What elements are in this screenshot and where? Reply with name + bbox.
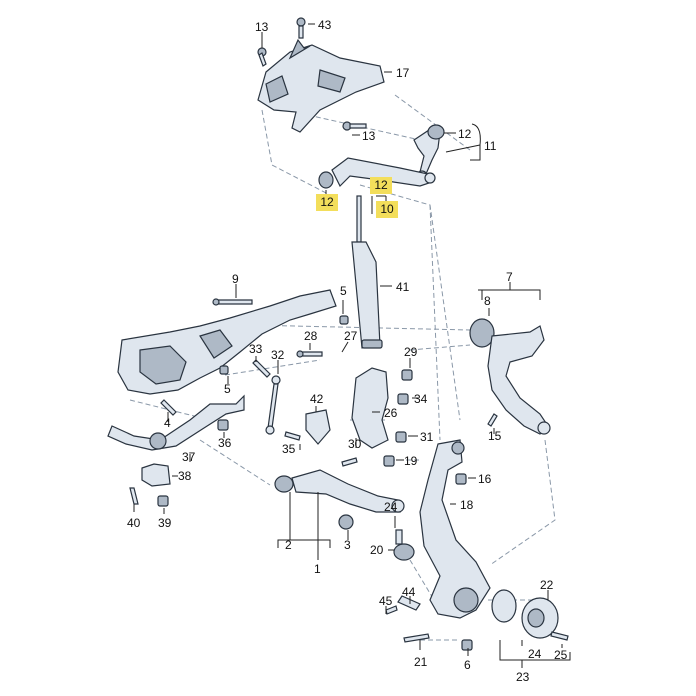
label-44: 44 xyxy=(402,585,416,599)
label-26: 26 xyxy=(384,406,398,420)
label-25: 25 xyxy=(554,648,568,662)
stabilizer-bar-37 xyxy=(107,394,245,451)
label-5-top: 5 xyxy=(340,284,347,298)
label-35: 35 xyxy=(282,442,296,456)
sensor-44 xyxy=(397,595,421,611)
link-42 xyxy=(305,409,331,445)
bolt-13-top xyxy=(257,47,267,67)
label-6: 6 xyxy=(464,658,471,672)
label-4: 4 xyxy=(164,416,171,430)
label-10-highlight: 10 xyxy=(376,201,398,218)
ball-joint-20 xyxy=(393,529,415,561)
bolt-43 xyxy=(296,17,306,39)
bracket-26 xyxy=(351,367,389,449)
label-23: 23 xyxy=(516,670,530,684)
label-37: 37 xyxy=(182,450,196,464)
bracket-38 xyxy=(141,463,171,487)
bearing-24 xyxy=(491,589,517,623)
label-36: 36 xyxy=(218,436,232,450)
label-17: 17 xyxy=(396,66,410,80)
label-8: 8 xyxy=(484,294,491,308)
label-20: 20 xyxy=(370,543,384,557)
label-24-top: 24 xyxy=(384,500,398,514)
label-40: 40 xyxy=(127,516,141,530)
label-18: 18 xyxy=(460,498,474,512)
label-30: 30 xyxy=(348,437,362,451)
label-33: 33 xyxy=(249,342,263,356)
lower-control-arm-1 xyxy=(274,469,405,530)
label-13-top: 13 xyxy=(255,20,269,34)
label-5-mid: 5 xyxy=(224,382,231,396)
callout-lines xyxy=(133,23,571,668)
label-7: 7 xyxy=(506,270,513,284)
wheel-hub-22 xyxy=(521,597,559,639)
label-12-highlight-mid: 12 xyxy=(370,177,392,194)
wheel-bearing-housing-18 xyxy=(419,439,491,619)
label-15: 15 xyxy=(488,429,502,443)
label-42: 42 xyxy=(310,392,324,406)
label-3: 3 xyxy=(344,538,351,552)
label-29: 29 xyxy=(404,345,418,359)
label-12-arm11: 12 xyxy=(458,127,472,141)
bolt-13-side xyxy=(342,121,367,131)
label-27: 27 xyxy=(344,329,358,343)
label-16: 16 xyxy=(478,472,492,486)
label-13-side: 13 xyxy=(362,129,376,143)
label-39: 39 xyxy=(158,516,172,530)
shock-absorber-41 xyxy=(351,195,383,349)
label-9: 9 xyxy=(232,272,239,286)
label-45: 45 xyxy=(379,594,393,608)
subframe xyxy=(117,289,337,395)
label-34: 34 xyxy=(414,392,428,406)
strut-mount-17 xyxy=(257,38,385,133)
label-22: 22 xyxy=(540,578,554,592)
label-1: 1 xyxy=(314,562,321,576)
label-11: 11 xyxy=(484,139,497,153)
lower-control-arm-7 xyxy=(469,318,551,435)
label-38: 38 xyxy=(178,469,192,483)
label-41: 41 xyxy=(396,280,410,294)
label-21: 21 xyxy=(414,655,428,669)
label-43: 43 xyxy=(318,18,332,32)
small-nuts xyxy=(157,315,473,651)
upper-control-arm-10 xyxy=(318,157,436,189)
label-12-highlight-left: 12 xyxy=(316,194,338,211)
label-19: 19 xyxy=(404,454,418,468)
label-28: 28 xyxy=(304,329,318,343)
coupling-rod-32 xyxy=(265,375,281,435)
label-32: 32 xyxy=(271,348,285,362)
label-31: 31 xyxy=(420,430,434,444)
label-2: 2 xyxy=(285,538,292,552)
label-24-bottom: 24 xyxy=(528,647,542,661)
small-bolts xyxy=(129,298,569,643)
